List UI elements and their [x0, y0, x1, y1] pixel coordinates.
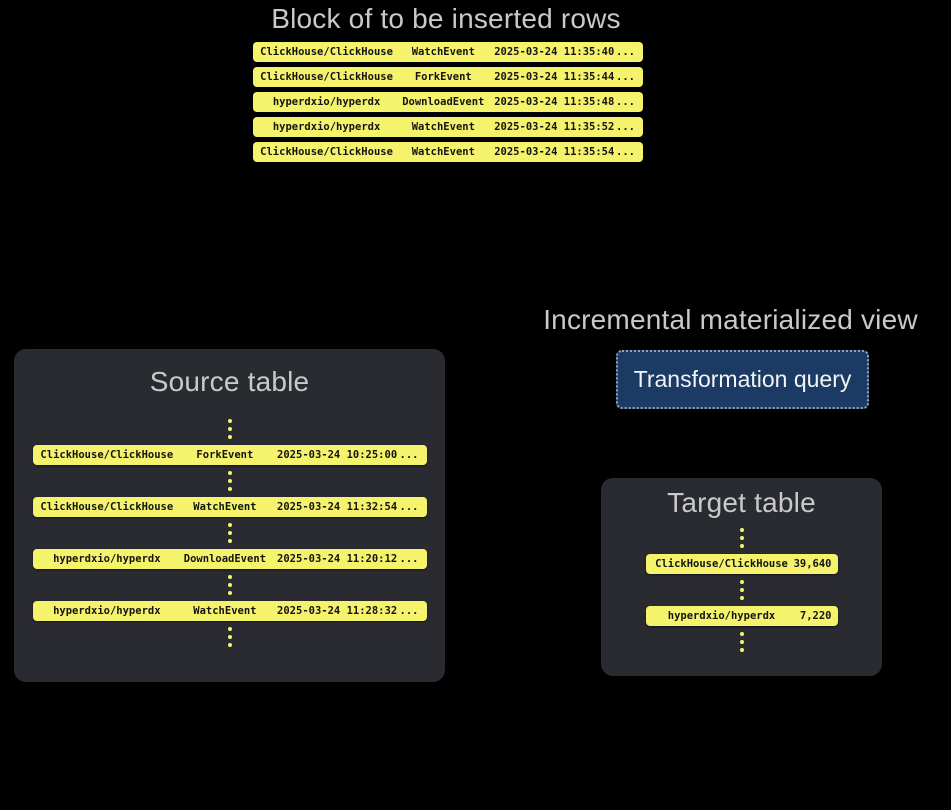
timestamp-cell: 2025-03-24 11:28:32	[277, 605, 398, 617]
repo-cell: ClickHouse/ClickHouse	[40, 501, 174, 513]
timestamp-cell: 2025-03-24 11:35:52	[494, 121, 615, 133]
repo-cell: hyperdxio/hyperdx	[667, 610, 776, 622]
ellipsis-cell: ...	[616, 71, 635, 83]
ellipsis-cell: ...	[399, 501, 419, 513]
repo-cell: ClickHouse/ClickHouse	[655, 558, 788, 570]
ellipsis-dots	[739, 528, 744, 548]
event-row: ClickHouse/ClickHouse WatchEvent 2025-03…	[32, 497, 427, 517]
timestamp-cell: 2025-03-24 11:35:48	[494, 96, 615, 108]
ellipsis-dots	[227, 575, 232, 595]
ellipsis-dots	[227, 627, 232, 647]
event-row: hyperdxio/hyperdx WatchEvent 2025-03-24 …	[253, 117, 643, 137]
repo-cell: ClickHouse/ClickHouse	[40, 449, 174, 461]
event-cell: WatchEvent	[411, 46, 475, 58]
timestamp-cell: 2025-03-24 11:35:54	[494, 146, 615, 158]
target-table-title: Target table	[667, 487, 816, 518]
timestamp-cell: 2025-03-24 11:35:44	[494, 71, 615, 83]
repo-cell: ClickHouse/ClickHouse	[260, 71, 393, 83]
ellipsis-cell: ...	[399, 449, 419, 461]
timestamp-cell: 2025-03-24 11:32:54	[277, 501, 398, 513]
ellipsis-cell: ...	[616, 121, 635, 133]
ellipsis-cell: ...	[616, 46, 635, 58]
count-cell: 39,640	[793, 558, 832, 570]
aggregate-row: ClickHouse/ClickHouse 39,640	[645, 554, 838, 574]
insert-block-title: Block of to be inserted rows	[271, 3, 621, 34]
ellipsis-cell: ...	[616, 146, 635, 158]
event-row: ClickHouse/ClickHouse WatchEvent 2025-03…	[253, 42, 643, 62]
ellipsis-dots	[739, 632, 744, 652]
source-table-panel: Source table ClickHouse/ClickHouse ForkE…	[14, 349, 445, 682]
insert-rows-block: ClickHouse/ClickHouse WatchEvent 2025-03…	[253, 42, 643, 162]
event-cell: WatchEvent	[411, 146, 475, 158]
repo-cell: hyperdxio/hyperdx	[272, 121, 381, 133]
transformation-query-button: Transformation query	[616, 350, 869, 409]
ellipsis-dots	[227, 419, 232, 439]
ellipsis-cell: ...	[399, 553, 419, 565]
event-row: ClickHouse/ClickHouse ForkEvent 2025-03-…	[32, 445, 427, 465]
repo-cell: hyperdxio/hyperdx	[53, 605, 161, 617]
event-row: ClickHouse/ClickHouse ForkEvent 2025-03-…	[253, 67, 643, 87]
repo-cell: ClickHouse/ClickHouse	[260, 146, 393, 158]
event-cell: WatchEvent	[193, 501, 257, 513]
materialized-view-title: Incremental materialized view	[543, 304, 918, 335]
timestamp-cell: 2025-03-24 10:25:00	[277, 449, 398, 461]
event-row: hyperdxio/hyperdx DownloadEvent 2025-03-…	[253, 92, 643, 112]
event-cell: DownloadEvent	[402, 96, 485, 108]
event-cell: WatchEvent	[411, 121, 475, 133]
event-cell: ForkEvent	[414, 71, 472, 83]
source-table-title: Source table	[149, 366, 310, 397]
count-cell: 7,220	[799, 610, 832, 622]
aggregate-row: hyperdxio/hyperdx 7,220	[645, 606, 838, 626]
ellipsis-cell: ...	[616, 96, 635, 108]
ellipsis-dots	[227, 523, 232, 543]
event-row: ClickHouse/ClickHouse WatchEvent 2025-03…	[253, 142, 643, 162]
event-cell: DownloadEvent	[183, 553, 266, 565]
target-table-panel: Target table ClickHouse/ClickHouse 39,64…	[601, 478, 882, 676]
target-table-rows: ClickHouse/ClickHouse 39,640 hyperdxio/h…	[601, 528, 882, 652]
ellipsis-dots	[227, 471, 232, 491]
event-row: hyperdxio/hyperdx DownloadEvent 2025-03-…	[32, 549, 427, 569]
repo-cell: hyperdxio/hyperdx	[53, 553, 161, 565]
repo-cell: hyperdxio/hyperdx	[272, 96, 381, 108]
timestamp-cell: 2025-03-24 11:20:12	[277, 553, 398, 565]
source-table-rows: ClickHouse/ClickHouse ForkEvent 2025-03-…	[14, 419, 445, 647]
timestamp-cell: 2025-03-24 11:35:40	[494, 46, 615, 58]
event-cell: WatchEvent	[193, 605, 257, 617]
repo-cell: ClickHouse/ClickHouse	[260, 46, 393, 58]
event-cell: ForkEvent	[196, 449, 254, 461]
ellipsis-dots	[739, 580, 744, 600]
event-row: hyperdxio/hyperdx WatchEvent 2025-03-24 …	[32, 601, 427, 621]
ellipsis-cell: ...	[399, 605, 419, 617]
